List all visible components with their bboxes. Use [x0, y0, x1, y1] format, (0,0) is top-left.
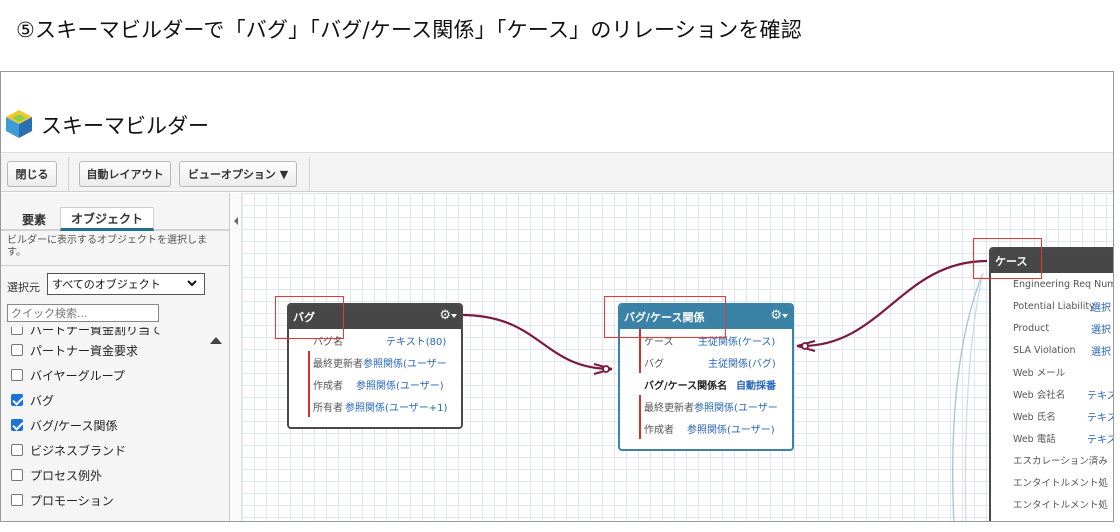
object-item[interactable]: プロモーション: [11, 491, 114, 509]
schema-builder-window: スキーマビルダー 閉じる 自動レイアウト ビューオプション ▼ 要素 オブジェク…: [0, 71, 1114, 522]
checkbox[interactable]: [11, 369, 23, 381]
crowfoot-case-icon: [796, 340, 816, 352]
object-node-bug-case-relation[interactable]: バグ/ケース関係 ⚙ ケース主従関係(ケース) バグ主従関係(バグ) バグ/ケー…: [618, 303, 794, 451]
sidebar-tabs: 要素 オブジェクト: [1, 205, 229, 231]
toolbar-separator: [68, 157, 69, 191]
self-relation-line: [952, 272, 984, 521]
filter-value: すべてのオブジェクト: [52, 278, 161, 291]
schema-builder-cube-icon: [6, 110, 32, 138]
close-button[interactable]: 閉じる: [7, 161, 57, 187]
checkbox[interactable]: [11, 327, 23, 335]
node-header[interactable]: ケース: [991, 249, 1113, 273]
field-row[interactable]: Web 電話テキス: [1013, 434, 1114, 446]
required-field-bar: [308, 351, 310, 417]
app-header: スキーマビルダー: [1, 72, 1113, 152]
highlight-box-case: [973, 238, 1042, 279]
field-row[interactable]: ケース主従関係(ケース): [644, 336, 776, 348]
gear-icon[interactable]: ⚙: [770, 308, 782, 323]
node-header[interactable]: バグ ⚙: [289, 305, 461, 329]
relationship-line-bug: [460, 313, 613, 371]
crowfoot-bug-icon: [593, 363, 613, 375]
object-item-bug-case[interactable]: バグ/ケース関係: [11, 416, 117, 434]
node-title: バグ: [293, 311, 315, 324]
object-item[interactable]: バイヤーグループ: [11, 366, 125, 384]
highlight-box-bug-case: [604, 296, 726, 338]
field-row[interactable]: 作成者参照関係(ユーザー): [644, 424, 775, 436]
checkbox[interactable]: [11, 344, 23, 356]
node-title: バグ/ケース関係: [624, 311, 705, 324]
object-list: パートナー資金割り当て パートナー資金要求 バイヤーグループ バグ バグ/ケース…: [1, 327, 205, 521]
checkbox[interactable]: [11, 444, 23, 456]
field-row[interactable]: Web メール: [1013, 368, 1066, 379]
object-item[interactable]: パートナー資金割り当て: [11, 327, 162, 338]
field-row[interactable]: Web 会社名テキス: [1013, 390, 1114, 402]
object-item-bug[interactable]: バグ: [11, 391, 54, 409]
required-field-bar: [639, 329, 641, 373]
view-options-button[interactable]: ビューオプション ▼: [179, 161, 297, 187]
toolbar: 閉じる 自動レイアウト ビューオプション ▼: [1, 152, 1113, 192]
field-row[interactable]: バグ主従関係(バグ): [644, 358, 776, 370]
relationship-line-case: [801, 259, 988, 348]
field-row[interactable]: エンタイトルメント処: [1013, 500, 1109, 511]
scroll-up-arrow-icon[interactable]: [210, 337, 222, 344]
object-node-bug[interactable]: バグ ⚙ バグ名テキスト(80) 最終更新者参照関係(ユーザー 作成者参照関係(…: [287, 303, 463, 429]
caret-down-icon: [451, 314, 457, 318]
field-row[interactable]: エスカレーション済み: [1013, 456, 1108, 467]
instruction-heading: ⑤スキーマビルダーで「バグ」「バグ/ケース関係」「ケース」のリレーションを確認: [16, 18, 802, 42]
sidebar: 要素 オブジェクト ビルダーに表示するオブジェクトを選択します。 選択元 すべて…: [1, 193, 230, 521]
field-row-name[interactable]: バグ/ケース関係名自動採番: [644, 380, 776, 392]
highlight-box-bug: [275, 296, 344, 339]
field-row[interactable]: 作成者参照関係(ユーザー): [313, 380, 444, 392]
sidebar-collapse-handle[interactable]: [231, 193, 242, 521]
object-filter-select[interactable]: すべてのオブジェクト: [47, 273, 205, 295]
tab-elements[interactable]: 要素: [21, 212, 46, 227]
field-row[interactable]: 所有者参照関係(ユーザー+1): [313, 402, 448, 414]
filter-label: 選択元: [7, 281, 40, 294]
field-row[interactable]: Web 氏名テキス: [1013, 412, 1114, 424]
field-row[interactable]: Engineering Req Num: [1013, 278, 1114, 290]
object-item[interactable]: プロセス例外: [11, 466, 102, 484]
checkbox-checked[interactable]: [11, 419, 23, 431]
required-field-bar: [639, 395, 641, 439]
quick-search-input[interactable]: [7, 304, 159, 322]
sidebar-description: ビルダーに表示するオブジェクトを選択します。: [7, 235, 207, 258]
field-row[interactable]: エンタイトルメント処: [1013, 478, 1109, 489]
checkbox-checked[interactable]: [11, 394, 23, 406]
caret-down-icon: [782, 314, 788, 318]
checkbox[interactable]: [11, 469, 23, 481]
field-row[interactable]: バグ名テキスト(80): [313, 336, 447, 348]
node-header[interactable]: バグ/ケース関係 ⚙: [620, 305, 792, 329]
object-node-case[interactable]: ケース Engineering Req Num Potential Liabil…: [989, 247, 1114, 521]
checkbox[interactable]: [11, 494, 23, 506]
schema-canvas[interactable]: バグ ⚙ バグ名テキスト(80) 最終更新者参照関係(ユーザー 作成者参照関係(…: [242, 193, 1114, 521]
field-row[interactable]: 最終更新者参照関係(ユーザー: [644, 402, 778, 414]
tab-objects[interactable]: オブジェクト: [60, 207, 154, 231]
sidebar-divider: [1, 265, 229, 266]
node-title: ケース: [995, 255, 1028, 268]
gear-icon[interactable]: ⚙: [439, 308, 451, 323]
self-relation-line: [964, 272, 984, 521]
chevron-down-icon: [187, 280, 197, 287]
auto-layout-button[interactable]: 自動レイアウト: [79, 161, 171, 187]
toolbar-separator: [309, 157, 310, 191]
relationship-lines: [460, 259, 988, 521]
object-item[interactable]: ビジネスブランド: [11, 441, 126, 459]
object-item[interactable]: パートナー資金要求: [11, 341, 138, 359]
field-row[interactable]: 最終更新者参照関係(ユーザー: [313, 358, 447, 370]
app-title: スキーマビルダー: [41, 114, 209, 138]
